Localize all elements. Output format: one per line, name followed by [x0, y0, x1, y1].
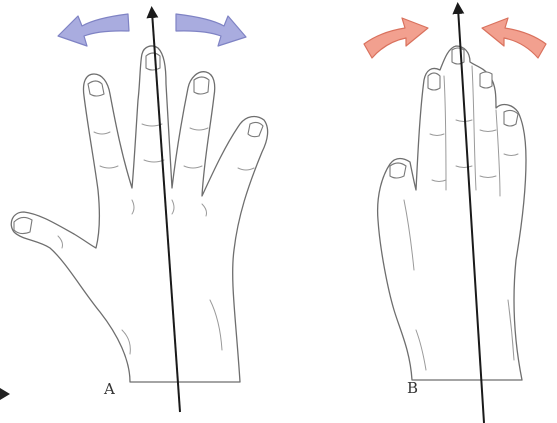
panel-b: B: [364, 8, 546, 423]
closed-hand: [378, 46, 526, 380]
nail-b-index: [428, 73, 440, 90]
left-curved-arrow-b: [364, 18, 428, 58]
spread-hand: [11, 46, 267, 382]
hand-b-outline: [378, 46, 526, 380]
panel-label-b: B: [407, 379, 418, 397]
nail-middle: [146, 53, 160, 70]
right-curved-arrow-b: [482, 18, 546, 58]
hand-a-outline: [11, 46, 267, 382]
nail-b-little: [504, 110, 518, 126]
panel-a: A: [11, 12, 267, 412]
panel-label-a: A: [103, 380, 115, 398]
nail-ring: [194, 77, 209, 94]
nail-b-ring: [480, 72, 492, 88]
nail-thumb: [14, 217, 32, 233]
left-curved-arrow: [58, 14, 129, 46]
nail-index: [88, 81, 104, 96]
edge-pointer-triangle: [0, 388, 10, 400]
nail-b-thumb: [390, 163, 406, 178]
right-curved-arrow: [176, 14, 246, 46]
